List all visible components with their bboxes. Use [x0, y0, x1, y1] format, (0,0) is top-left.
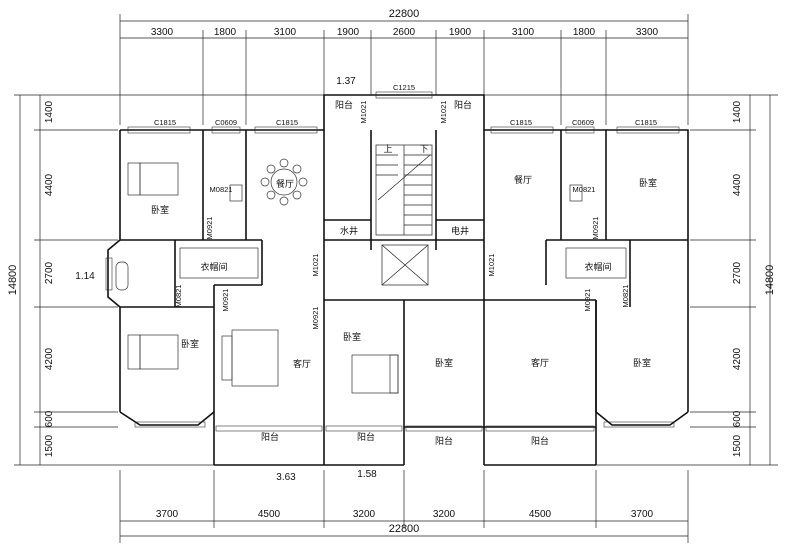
elevator-icon [381, 244, 429, 286]
room-balcony-bottom-right: 阳台 [531, 435, 549, 447]
dim-top-4: 1900 [337, 27, 360, 38]
dim-top-6: 1900 [449, 27, 472, 38]
code-m0921-d: M0921 [311, 307, 320, 330]
code-c1815-a: C1815 [154, 118, 176, 127]
stair-up-label: 上 [383, 144, 392, 155]
room-bedroom-top-right: 卧室 [639, 177, 657, 189]
code-m0921-a: M0921 [205, 217, 214, 240]
code-m1021-b: M1021 [439, 101, 448, 124]
note-bay-left: 1.14 [75, 271, 95, 282]
code-c0609-a: C0609 [215, 118, 237, 127]
dim-right-3: 2700 [732, 261, 743, 284]
code-m0921-c: M0921 [221, 289, 230, 312]
room-bedroom-top-left: 卧室 [151, 204, 169, 216]
dim-top-5: 2600 [393, 27, 416, 38]
dim-bottom-3: 3200 [353, 509, 376, 520]
dim-bottom-6: 3700 [631, 509, 654, 520]
stair-down-label: 下 [419, 145, 428, 155]
room-bedroom-center-right: 卧室 [435, 357, 453, 369]
dim-right-1: 1400 [732, 100, 743, 123]
top-dimension-chain: 22800 3300 1800 3100 1900 2600 1900 3100… [119, 8, 689, 125]
code-m1021-c: M1021 [311, 254, 320, 277]
dim-left-3: 2700 [44, 261, 55, 284]
dim-bottom-1: 3700 [156, 509, 179, 520]
dim-top-2: 1800 [214, 27, 237, 38]
note-balcony-left: 3.63 [276, 472, 296, 483]
furniture [115, 158, 627, 394]
dim-left-1: 1400 [44, 100, 55, 123]
dim-overall-right: 14800 [764, 265, 776, 296]
room-elec-shaft: 电井 [451, 225, 469, 237]
code-m0921-e: M0921 [583, 289, 592, 312]
code-m0921-b: M0921 [591, 217, 600, 240]
windows [105, 91, 680, 432]
room-dining-right: 餐厅 [514, 174, 532, 186]
dim-right-5: 600 [732, 410, 743, 427]
dim-left-2: 4400 [44, 173, 55, 196]
stair-icon [375, 144, 433, 236]
left-dimension-chain: 1400 4400 2700 4200 600 1500 14800 [7, 94, 330, 466]
opening-codes: C1215 C1815 C0609 C1815 C1815 C0609 C181… [154, 83, 657, 329]
right-dimension-chain: 1400 4400 2700 4200 600 1500 14800 [484, 94, 778, 466]
room-balcony-top-right: 阳台 [454, 99, 472, 111]
room-living-right: 客厅 [531, 357, 549, 369]
code-m1021-d: M1021 [487, 254, 496, 277]
room-bedroom-mid-left: 卧室 [181, 338, 199, 350]
dim-left-6: 1500 [44, 434, 55, 457]
room-balcony-center: 阳台 [357, 431, 375, 443]
room-closet-left: 衣帽间 [200, 261, 227, 273]
dim-top-8: 1800 [573, 27, 596, 38]
code-c1815-c: C1815 [510, 118, 532, 127]
note-stair-gap: 1.37 [336, 76, 356, 87]
room-living-left: 客厅 [293, 358, 311, 370]
exterior-walls [107, 94, 689, 466]
room-labels: 卧室 餐厅 衣帽间 卧室 客厅 卧室 阳台 阳台 阳台 阳台 水井 电井 餐厅 … [151, 99, 657, 447]
dim-bottom-2: 4500 [258, 509, 281, 520]
code-c1815-b: C1815 [276, 118, 298, 127]
code-m0821-a: M0821 [210, 185, 233, 194]
code-c1215: C1215 [393, 83, 415, 92]
code-m0821-c: M0821 [174, 285, 183, 308]
code-m0821-d: M0821 [621, 285, 630, 308]
room-bedroom-center: 卧室 [343, 331, 361, 343]
dim-top-7: 3100 [512, 27, 535, 38]
code-m1021-a: M1021 [359, 101, 368, 124]
note-balcony-mid: 1.58 [357, 469, 377, 480]
room-balcony-top-left: 阳台 [335, 99, 353, 111]
bottom-dimension-chain: 3700 4500 3200 3200 4500 3700 22800 [119, 470, 689, 543]
room-water-shaft: 水井 [340, 225, 358, 237]
code-m0821-b: M0821 [573, 185, 596, 194]
dim-right-2: 4400 [732, 173, 743, 196]
dim-top-3: 3100 [274, 27, 297, 38]
dim-left-5: 600 [44, 410, 55, 427]
code-c1815-d: C1815 [635, 118, 657, 127]
dim-right-6: 1500 [732, 434, 743, 457]
dim-right-4: 4200 [732, 347, 743, 370]
room-balcony-left: 阳台 [261, 431, 279, 443]
room-closet-right: 衣帽间 [584, 261, 611, 273]
room-dining-left: 餐厅 [276, 178, 294, 190]
dim-overall-left: 14800 [7, 265, 19, 296]
dim-overall-bottom: 22800 [389, 523, 420, 535]
dim-top-9: 3300 [636, 27, 659, 38]
dim-left-4: 4200 [44, 347, 55, 370]
dim-overall-top: 22800 [389, 8, 420, 20]
dim-bottom-5: 4500 [529, 509, 552, 520]
dim-bottom-4: 3200 [433, 509, 456, 520]
dim-top-1: 3300 [151, 27, 174, 38]
room-balcony-bottom-mid: 阳台 [435, 435, 453, 447]
code-c0609-b: C0609 [572, 118, 594, 127]
interior-walls [120, 130, 688, 465]
room-bedroom-bottom-right: 卧室 [633, 357, 651, 369]
